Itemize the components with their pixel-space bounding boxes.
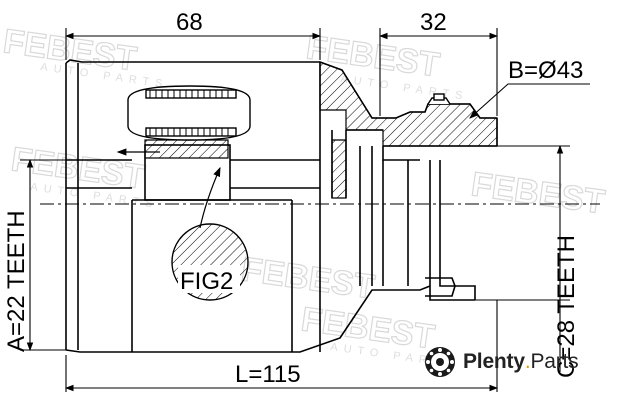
- hatch-inner-ring: [331, 139, 347, 199]
- fig2-leader-line: [199, 166, 221, 229]
- gear-icon: [425, 347, 455, 377]
- fig2-label-box: [178, 265, 240, 293]
- brand-name: Plenty.Parts: [463, 350, 579, 373]
- hatch-ball-race: [144, 139, 229, 159]
- dimension-32: 32: [420, 9, 447, 36]
- hatch-housing-upper: [319, 61, 498, 147]
- fig2-label: FIG2: [180, 268, 233, 295]
- dimension-c-teeth: C=28 TEETH: [553, 235, 580, 378]
- watermark-brand: FEBEST: [239, 250, 377, 306]
- dimension-length: L=115: [235, 361, 301, 388]
- watermark-brand: FEBEST: [469, 165, 607, 221]
- dimension-b-diameter: B=Ø43: [508, 57, 583, 84]
- dimension-a-teeth: A=22 TEETH: [3, 210, 30, 352]
- plentyparts-logo: Plenty.Parts: [423, 342, 579, 382]
- dimension-lines: [20, 28, 590, 392]
- bearing-cage: [127, 85, 451, 141]
- dimension-68: 68: [176, 9, 203, 36]
